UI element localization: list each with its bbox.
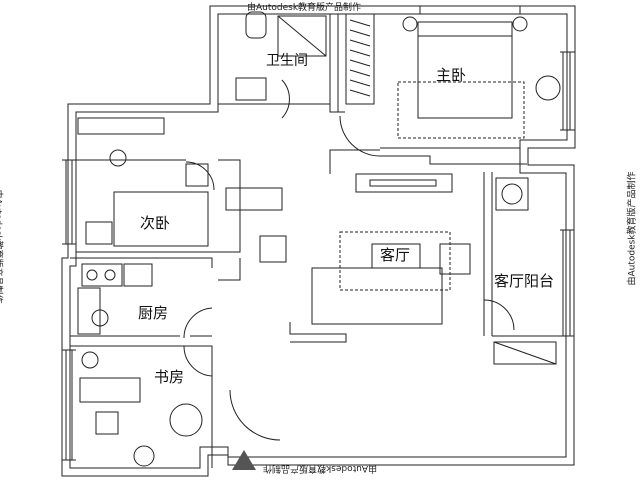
pillar xyxy=(259,235,287,263)
kitchen-sink xyxy=(91,309,109,327)
armchair xyxy=(439,243,471,275)
master-rug xyxy=(397,81,525,139)
door-master xyxy=(339,115,381,157)
toilet xyxy=(245,11,267,39)
door-second xyxy=(185,161,215,191)
second-bed xyxy=(113,191,209,247)
door-balcony xyxy=(483,299,515,331)
living-rug xyxy=(339,231,451,291)
label-master-bedroom: 主卧 xyxy=(436,66,467,84)
bathroom-wall xyxy=(218,103,345,113)
master-bedroom-wall-bottom xyxy=(380,155,527,165)
master-bed xyxy=(417,21,513,119)
watermark-right: 由Autodesk教育版产品制作 xyxy=(627,171,638,286)
watermark-left: 由Autodesk教育版产品制作 xyxy=(0,189,3,304)
closet xyxy=(225,187,283,211)
balcony-wall xyxy=(483,172,566,337)
washing-machine xyxy=(501,183,523,205)
outer-wall-inner xyxy=(69,13,568,469)
kitchen-wall xyxy=(70,257,213,337)
entrance-arrow-icon xyxy=(232,450,256,470)
window-right xyxy=(560,51,575,131)
label-kitchen: 厨房 xyxy=(138,304,169,322)
door-kitchen xyxy=(183,307,213,339)
bath-sink xyxy=(235,77,267,101)
watermark-bottom: 由Autodesk教育版产品制作 xyxy=(263,463,378,473)
outer-wall xyxy=(61,5,576,477)
watermark-top: 由Autodesk教育版产品制作 xyxy=(247,3,362,13)
window-top xyxy=(419,6,521,14)
label-living-room: 客厅 xyxy=(380,246,411,264)
second-bedroom-wall xyxy=(76,159,241,253)
window-study xyxy=(62,349,76,461)
door-entry xyxy=(229,389,281,441)
sofa xyxy=(311,267,443,325)
label-master-bath: 卫生间 xyxy=(266,53,308,69)
stove xyxy=(81,263,123,287)
label-living-balcony: 客厅阳台 xyxy=(494,272,555,290)
wardrobe xyxy=(345,13,375,105)
window-left xyxy=(62,159,76,245)
study-chair xyxy=(95,411,119,435)
bathroom-wall-right xyxy=(329,14,339,112)
door-study xyxy=(183,345,213,377)
living-wall xyxy=(289,149,380,343)
study-wall xyxy=(70,345,213,468)
bath-shower xyxy=(277,15,327,57)
kitchen-counter xyxy=(77,287,101,335)
label-study: 书房 xyxy=(154,368,185,386)
tv-cabinet xyxy=(355,173,453,193)
plant-icon xyxy=(535,75,561,101)
study-table xyxy=(169,403,203,437)
study-sofa xyxy=(79,377,141,403)
window-balcony xyxy=(560,229,574,337)
door-bathroom xyxy=(281,79,290,119)
label-second-bedroom: 次卧 xyxy=(140,214,171,232)
desk xyxy=(77,117,165,135)
